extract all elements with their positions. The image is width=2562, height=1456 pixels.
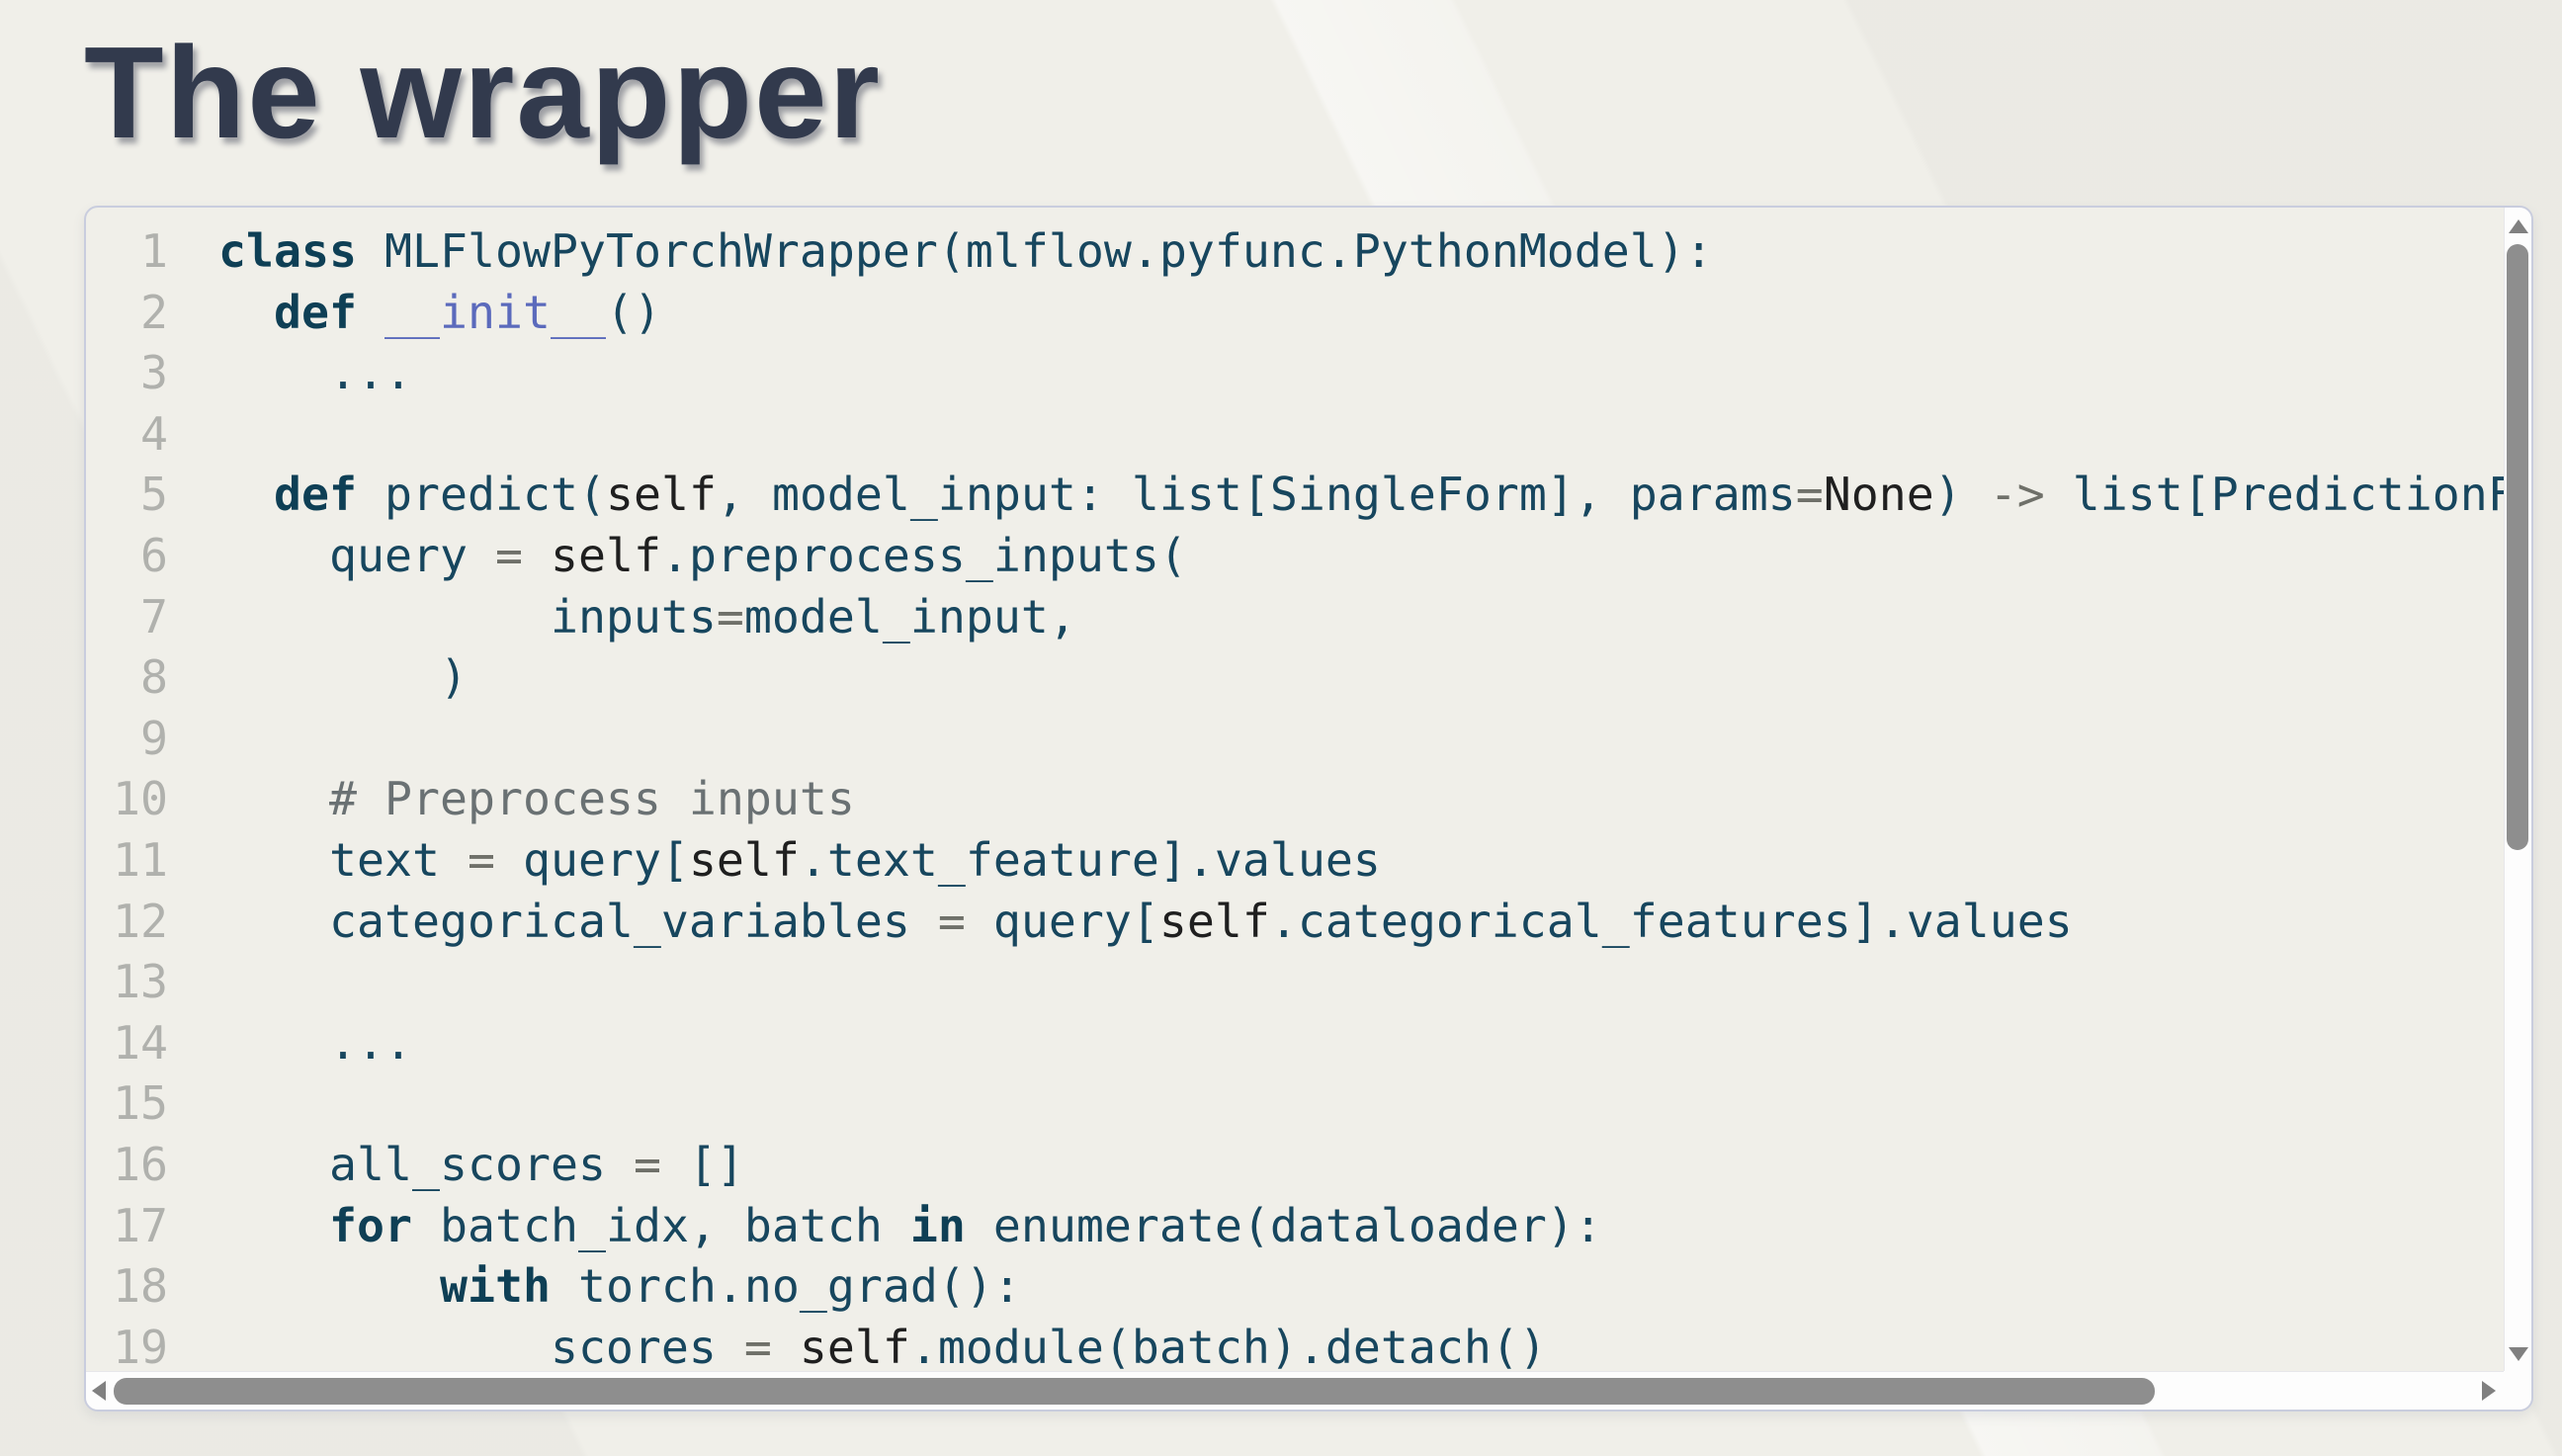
code-text: # Preprocess inputs bbox=[218, 772, 855, 826]
code-text: ... bbox=[218, 1015, 412, 1070]
line-number: 8 bbox=[140, 650, 168, 705]
code-text: inputs=model_input, bbox=[218, 589, 1076, 643]
line-number: 17 bbox=[113, 1198, 168, 1252]
line-number: 15 bbox=[113, 1076, 168, 1131]
vertical-scrollbar[interactable] bbox=[2504, 208, 2531, 1371]
line-number: 3 bbox=[140, 346, 168, 400]
line-number: 2 bbox=[140, 285, 168, 339]
page-title: The wrapper bbox=[84, 20, 882, 165]
code-text: query = self.preprocess_inputs( bbox=[218, 528, 1187, 582]
code-line: 2 def __init__() bbox=[86, 283, 2531, 344]
code-line: 13 bbox=[86, 952, 2531, 1013]
line-number: 4 bbox=[140, 406, 168, 461]
code-line: 7 inputs=model_input, bbox=[86, 587, 2531, 648]
code-line: 6 query = self.preprocess_inputs( bbox=[86, 526, 2531, 587]
line-number: 16 bbox=[113, 1137, 168, 1191]
code-line: 15 bbox=[86, 1073, 2531, 1135]
scrollbar-corner bbox=[2504, 1371, 2531, 1410]
code-line: 9 bbox=[86, 709, 2531, 770]
code-text: def predict(self, model_input: list[Sing… bbox=[274, 468, 2531, 522]
code-line: 10 # Preprocess inputs bbox=[86, 769, 2531, 830]
code-text: text = query[self.text_feature].values bbox=[218, 832, 1381, 887]
code-line: 12 categorical_variables = query[self.ca… bbox=[86, 892, 2531, 953]
code-line: 16 all_scores = [] bbox=[86, 1135, 2531, 1196]
line-number: 19 bbox=[113, 1320, 168, 1371]
code-line: 19 scores = self.module(batch).detach() bbox=[86, 1318, 2531, 1371]
code-line: 5 def predict(self, model_input: list[Si… bbox=[86, 465, 2531, 526]
line-number: 18 bbox=[113, 1259, 168, 1314]
code-scroll-area[interactable]: 1 class MLFlowPyTorchWrapper(mlflow.pyfun… bbox=[86, 208, 2531, 1371]
line-number: 6 bbox=[140, 528, 168, 582]
line-number: 7 bbox=[140, 589, 168, 643]
line-number: 12 bbox=[113, 894, 168, 948]
line-number: 1 bbox=[140, 224, 168, 278]
code-text: all_scores = [] bbox=[218, 1137, 744, 1191]
code-text: ) bbox=[218, 650, 468, 705]
scroll-up-icon[interactable] bbox=[2509, 219, 2528, 233]
code-text: ... bbox=[218, 346, 412, 400]
line-number: 13 bbox=[113, 955, 168, 1009]
horizontal-scrollbar[interactable] bbox=[86, 1371, 2504, 1410]
code-line: 8 ) bbox=[86, 647, 2531, 709]
code-line: 14 ... bbox=[86, 1013, 2531, 1074]
horizontal-scroll-thumb[interactable] bbox=[114, 1378, 2155, 1405]
code-text: scores = self.module(batch).detach() bbox=[218, 1320, 1547, 1371]
vertical-scroll-thumb[interactable] bbox=[2507, 244, 2528, 850]
line-number: 14 bbox=[113, 1015, 168, 1070]
line-number: 10 bbox=[113, 772, 168, 826]
line-number: 5 bbox=[140, 468, 168, 522]
scroll-left-icon[interactable] bbox=[92, 1381, 106, 1401]
code-line: 3 ... bbox=[86, 343, 2531, 404]
line-number: 9 bbox=[140, 711, 168, 765]
scroll-down-icon[interactable] bbox=[2509, 1347, 2528, 1361]
code-line: 18 with torch.no_grad(): bbox=[86, 1256, 2531, 1318]
line-number: 11 bbox=[113, 832, 168, 887]
code-line: 4 bbox=[86, 404, 2531, 466]
code-text: categorical_variables = query[self.categ… bbox=[218, 894, 2073, 948]
code-text: class MLFlowPyTorchWrapper(mlflow.pyfunc… bbox=[218, 224, 1713, 278]
code-block: 1 class MLFlowPyTorchWrapper(mlflow.pyfun… bbox=[84, 206, 2533, 1412]
code-text: def __init__() bbox=[274, 285, 661, 339]
code-line: 17 for batch_idx, batch in enumerate(dat… bbox=[86, 1196, 2531, 1257]
code-lines: 1 class MLFlowPyTorchWrapper(mlflow.pyfun… bbox=[86, 221, 2531, 1371]
code-text: for batch_idx, batch in enumerate(datalo… bbox=[328, 1198, 1602, 1252]
code-line: 1 class MLFlowPyTorchWrapper(mlflow.pyfun… bbox=[86, 221, 2531, 283]
code-text: with torch.no_grad(): bbox=[439, 1259, 1021, 1314]
code-line: 11 text = query[self.text_feature].value… bbox=[86, 830, 2531, 892]
scroll-right-icon[interactable] bbox=[2482, 1381, 2496, 1401]
